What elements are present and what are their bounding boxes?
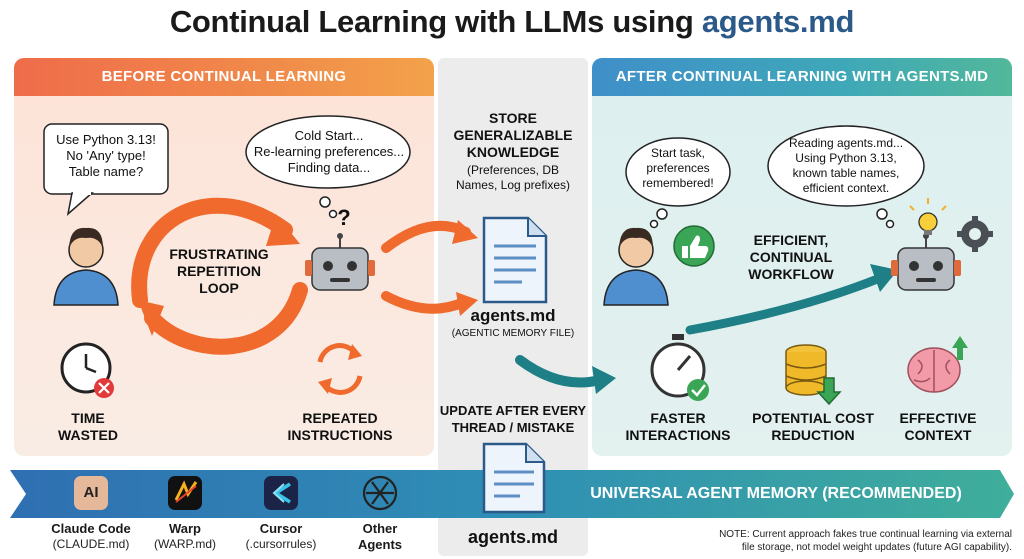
workflow-label: EFFICIENT, CONTINUAL WORKFLOW	[748, 232, 834, 282]
workflow-arrow	[685, 273, 885, 335]
app-file-cursor: (.cursorrules)	[245, 537, 317, 551]
footnote: NOTE: Current approach fakes true contin…	[719, 529, 1012, 553]
store-knowledge-subtitle: (Preferences, DB Names, Log prefixes)	[455, 163, 571, 192]
document-icon	[482, 216, 548, 304]
user-thought-text: Start task, preferences remembered!	[642, 146, 714, 190]
lightbulb-icon	[909, 198, 947, 235]
benefit-faster-interactions: FASTER INTERACTIONS	[625, 410, 731, 443]
repetition-loop-label: FRUSTRATING REPETITION LOOP	[169, 246, 269, 296]
agents-md-caption: (AGENTIC MEMORY FILE)	[451, 328, 575, 339]
coins-icon	[785, 344, 842, 406]
robot-icon	[891, 233, 961, 291]
user-speech-bubble	[43, 123, 169, 216]
gear-icon	[957, 216, 993, 252]
store-knowledge-title: STORE GENERALIZABLE KNOWLEDGE	[453, 110, 573, 160]
clock-icon	[60, 342, 114, 398]
app-name-cursor: Cursor	[259, 521, 303, 536]
agents-md-filename: agents.md	[470, 306, 556, 325]
user-icon	[53, 227, 119, 306]
app-file-warp: (WARP.md)	[153, 537, 216, 551]
time-wasted-label: TIME WASTED	[58, 410, 118, 443]
after-panel-header: AFTER CONTINUAL LEARNING WITH AGENTS.MD	[592, 58, 1012, 96]
app-file-claude-code: (CLAUDE.md)	[52, 537, 130, 551]
warp-logo	[168, 476, 202, 510]
claude-code-logo	[74, 476, 108, 510]
robot-icon	[305, 233, 375, 291]
bottom-agents-md-filename: agents.md	[467, 527, 559, 547]
repetition-loop-arrows	[131, 197, 308, 355]
agent-thought-cloud	[245, 115, 411, 219]
user-icon	[603, 227, 669, 306]
agent-after-thought-text: Reading agents.md... Using Python 3.13, …	[788, 136, 904, 195]
universal-memory-label: UNIVERSAL AGENT MEMORY (RECOMMENDED)	[590, 485, 962, 502]
title-accent: agents.md	[701, 4, 855, 39]
claude-code-glyph: AI	[83, 484, 99, 501]
thumbs-up-icon	[673, 225, 715, 267]
openai-logo	[362, 475, 398, 511]
app-name-warp: Warp	[168, 521, 202, 536]
apply-arrow-head	[592, 366, 616, 394]
brain-icon	[907, 336, 968, 393]
store-arrows	[381, 220, 478, 316]
refresh-icon	[317, 343, 363, 395]
apply-arrow	[515, 355, 605, 388]
agent-thought-cloud-after	[767, 125, 925, 229]
user-thought-cloud	[625, 137, 731, 229]
benefit-effective-context: EFFECTIVE CONTEXT	[899, 410, 977, 443]
cursor-logo	[264, 476, 298, 510]
document-icon	[482, 442, 546, 514]
benefit-cost-reduction: POTENTIAL COST REDUCTION	[752, 410, 874, 443]
app-file-other: Agents	[357, 537, 403, 552]
update-label: UPDATE AFTER EVERY THREAD / MISTAKE	[439, 403, 587, 435]
title-prefix: Continual Learning with LLMs using	[169, 4, 702, 39]
page-title: Continual Learning with LLMs using agent…	[0, 4, 1024, 40]
repeated-instructions-label: REPEATED INSTRUCTIONS	[287, 410, 393, 443]
stopwatch-icon	[650, 334, 709, 401]
before-panel-header: BEFORE CONTINUAL LEARNING	[14, 58, 434, 96]
app-name-other: Other	[362, 521, 398, 536]
agent-thought-text: Cold Start... Re-learning preferences...…	[253, 128, 405, 175]
user-speech-text: Use Python 3.13! No 'Any' type! Table na…	[56, 132, 156, 179]
app-name-claude-code: Claude Code	[51, 521, 131, 536]
question-mark: ?	[337, 205, 351, 230]
